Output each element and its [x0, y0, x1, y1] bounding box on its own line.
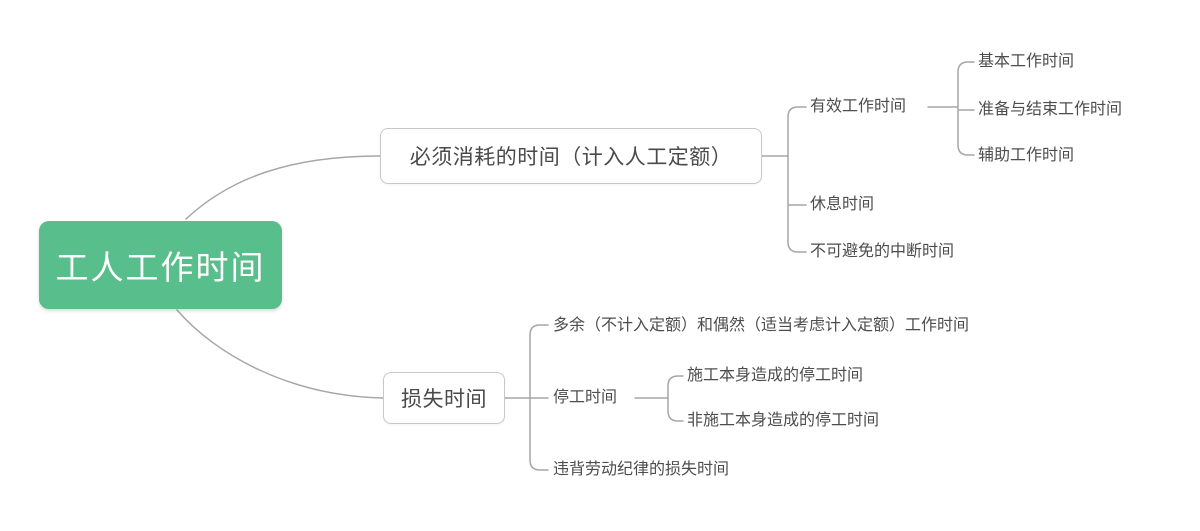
node-rest-time[interactable]: 休息时间 — [810, 196, 875, 213]
node-nonconstruction-caused-stoppage-time[interactable]: 非施工本身造成的停工时间 — [687, 412, 880, 429]
node-root[interactable]: 工人工作时间 — [39, 221, 282, 309]
node-auxiliary-work-time[interactable]: 辅助工作时间 — [978, 147, 1075, 164]
node-stoppage-time[interactable]: 停工时间 — [553, 389, 618, 406]
link-root-to-loss — [176, 309, 384, 399]
link-root-to-must — [185, 155, 381, 220]
node-effective-work-time[interactable]: 有效工作时间 — [810, 98, 907, 115]
node-necessary-time[interactable]: 必须消耗的时间（计入人工定额） — [380, 128, 762, 184]
node-construction-caused-stoppage-time[interactable]: 施工本身造成的停工时间 — [687, 367, 864, 384]
node-unavoidable-interruption-time[interactable]: 不可避免的中断时间 — [810, 243, 955, 260]
node-basic-work-time[interactable]: 基本工作时间 — [978, 53, 1075, 70]
bracket-loss-children — [529, 324, 549, 471]
node-loss-time[interactable]: 损失时间 — [383, 372, 505, 424]
node-discipline-violation-loss-time[interactable]: 违背劳动纪律的损失时间 — [553, 461, 730, 478]
bracket-stop-children — [667, 375, 684, 422]
node-redundant-occasional-work-time[interactable]: 多余（不计入定额）和偶然（适当考虑计入定额）工作时间 — [553, 317, 970, 334]
bracket-must-children — [787, 106, 807, 253]
node-prepare-finish-work-time[interactable]: 准备与结束工作时间 — [978, 101, 1123, 118]
bracket-effective-children — [957, 61, 975, 156]
